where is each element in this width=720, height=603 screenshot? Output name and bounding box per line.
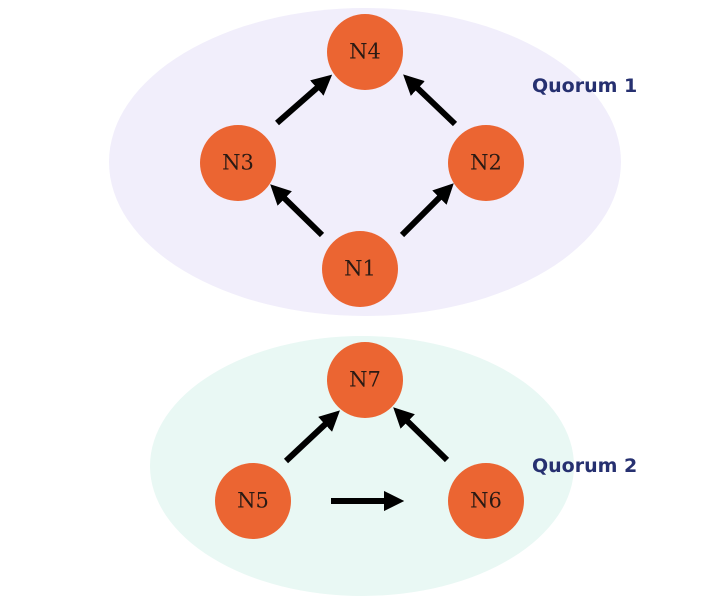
quorum-2-label: Quorum 2 [532, 455, 637, 477]
node-n4-circle [327, 14, 403, 90]
edge-n5-n7 [283, 410, 340, 464]
node-n6-circle [448, 463, 524, 539]
edge-n1-n2 [399, 183, 454, 238]
node-n1-label: N1 [344, 257, 376, 281]
edge-n1-n3 [270, 184, 325, 238]
node-n6-label: N6 [470, 489, 502, 513]
node-n3-label: N3 [222, 151, 254, 175]
node-n7-circle [327, 342, 403, 418]
quorum-1-region [109, 8, 621, 316]
node-n1-circle [322, 231, 398, 307]
node-n3-circle [200, 125, 276, 201]
node-n2-label: N2 [470, 151, 502, 175]
edge-n3-n4 [275, 74, 333, 126]
node-n7: N7 [327, 342, 403, 418]
quorum-1-label: Quorum 1 [532, 75, 637, 97]
node-n5-label: N5 [237, 489, 269, 513]
node-n1: N1 [322, 231, 398, 307]
node-n7-label: N7 [349, 368, 381, 392]
edge-n2-n4 [403, 74, 458, 127]
node-n2-circle [448, 125, 524, 201]
edge-n6-n7 [393, 407, 450, 463]
node-n5: N5 [215, 463, 291, 539]
node-n5-circle [215, 463, 291, 539]
edges-group [270, 74, 458, 512]
node-n3: N3 [200, 125, 276, 201]
node-n6: N6 [448, 463, 524, 539]
node-n4-label: N4 [349, 40, 381, 64]
node-n4: N4 [327, 14, 403, 90]
node-n2: N2 [448, 125, 524, 201]
